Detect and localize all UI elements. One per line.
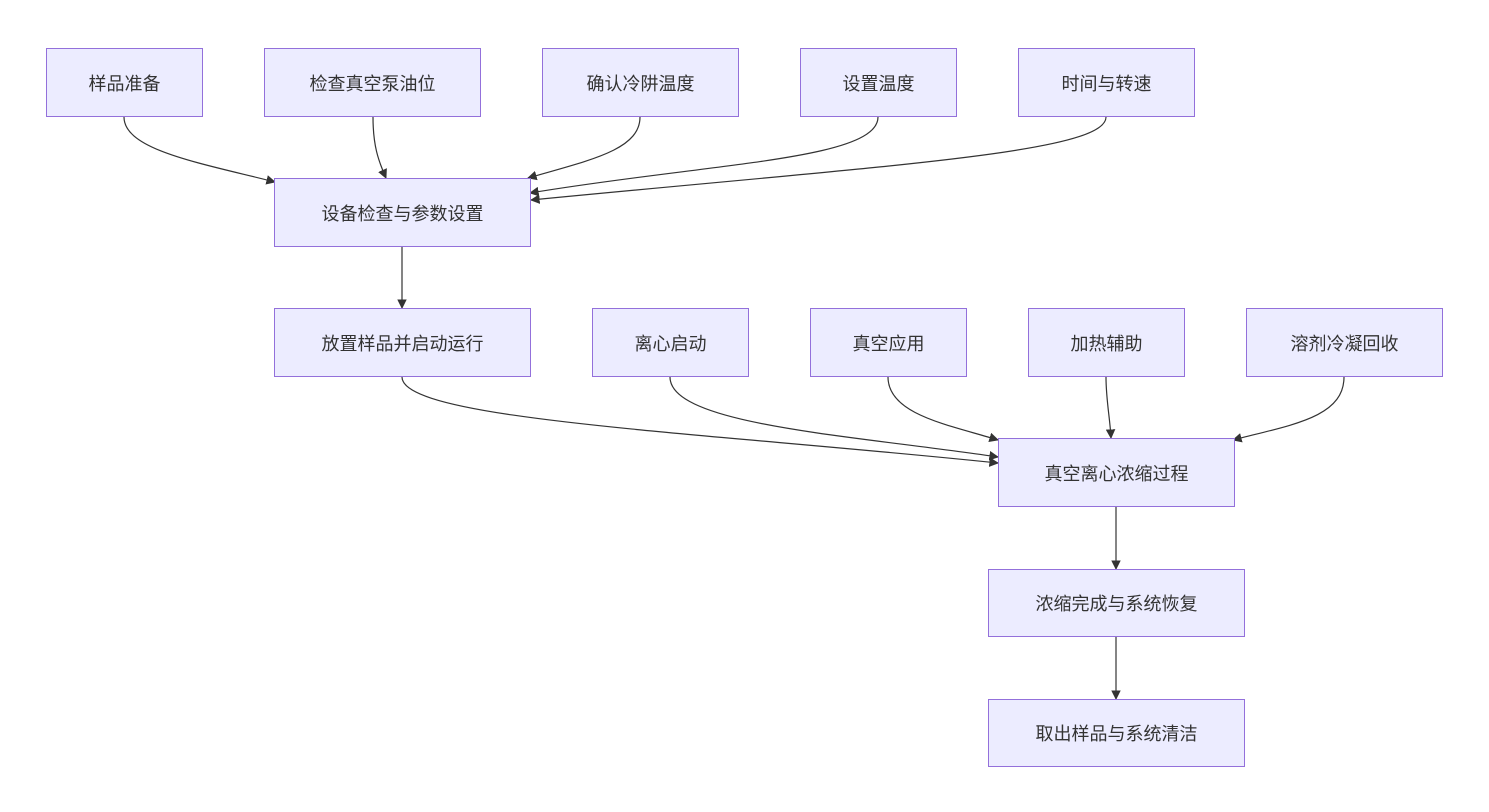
edge-set-temp-to-equipment-check: [529, 116, 879, 197]
node-label: 溶剂冷凝回收: [1290, 333, 1399, 355]
node-set-temp[interactable]: 设置温度: [800, 48, 957, 117]
edge-time-speed-to-equipment-check: [530, 116, 1107, 204]
node-label: 离心启动: [634, 333, 707, 355]
node-label: 真空离心浓缩过程: [1044, 463, 1189, 485]
edge-solvent-recovery-to-concentration-process: [1232, 376, 1345, 443]
node-vacuum-apply[interactable]: 真空应用: [810, 308, 967, 377]
node-complete-recover[interactable]: 浓缩完成与系统恢复: [988, 569, 1245, 637]
node-concentration-process[interactable]: 真空离心浓缩过程: [998, 438, 1235, 507]
node-label: 时间与转速: [1061, 73, 1152, 95]
node-label: 取出样品与系统清洁: [1035, 724, 1198, 745]
node-label: 浓缩完成与系统恢复: [1035, 594, 1198, 615]
edge-heating-assist-to-concentration-process: [1105, 376, 1116, 439]
edge-sample-prep-to-equipment-check: [123, 116, 276, 185]
edge-vacuum-apply-to-concentration-process: [887, 376, 999, 443]
node-label: 样品准备: [88, 73, 161, 95]
node-centrifuge-start[interactable]: 离心启动: [592, 308, 749, 377]
node-label: 检查真空泵油位: [309, 73, 436, 95]
node-label: 放置样品并启动运行: [321, 333, 484, 355]
edge-centrifuge-start-to-concentration-process: [669, 376, 999, 461]
node-equipment-check[interactable]: 设备检查与参数设置: [274, 178, 531, 247]
node-place-start[interactable]: 放置样品并启动运行: [274, 308, 531, 377]
node-label: 加热辅助: [1070, 333, 1143, 355]
node-check-pump-oil[interactable]: 检查真空泵油位: [264, 48, 481, 117]
edge-confirm-trap-temp-to-equipment-check: [527, 116, 641, 181]
node-label: 真空应用: [852, 333, 925, 355]
edge-check-pump-oil-to-equipment-check: [372, 116, 387, 179]
node-label: 设备检查与参数设置: [321, 203, 484, 225]
node-solvent-recovery[interactable]: 溶剂冷凝回收: [1246, 308, 1443, 377]
node-label: 确认冷阱温度: [586, 73, 695, 95]
node-sample-prep[interactable]: 样品准备: [46, 48, 203, 117]
node-heating-assist[interactable]: 加热辅助: [1028, 308, 1185, 377]
node-remove-clean[interactable]: 取出样品与系统清洁: [988, 699, 1245, 767]
node-time-speed[interactable]: 时间与转速: [1018, 48, 1195, 117]
node-label: 设置温度: [842, 73, 915, 95]
node-confirm-trap-temp[interactable]: 确认冷阱温度: [542, 48, 739, 117]
edge-place-start-to-concentration-process: [401, 376, 999, 467]
